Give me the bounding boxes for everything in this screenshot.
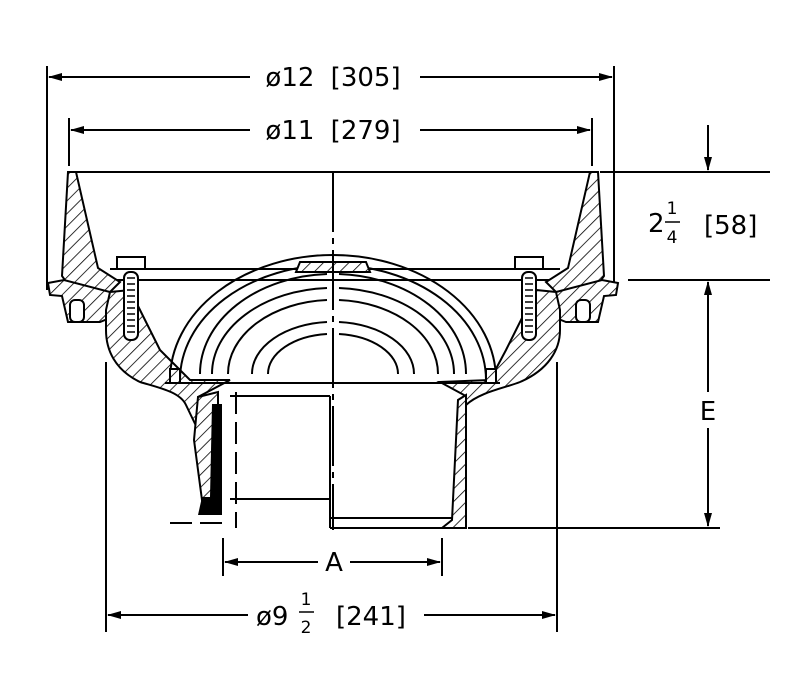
body-diameter-denominator: 2 xyxy=(301,618,312,638)
dimension-e: E xyxy=(700,281,716,527)
extension-lines xyxy=(46,66,770,632)
left-clamp-screw xyxy=(69,299,85,323)
dimension-outer-diameter: ø12 [305] xyxy=(48,63,613,93)
dimension-a: A xyxy=(224,548,441,578)
dimension-inner-diameter: ø11 [279] xyxy=(70,116,591,146)
rim-height-numerator: 1 xyxy=(667,199,678,219)
a-label: A xyxy=(325,548,343,578)
rim-height-denominator: 4 xyxy=(667,228,678,248)
right-bolt xyxy=(514,256,544,341)
e-label: E xyxy=(700,397,716,427)
rim-height-whole: 2 xyxy=(648,209,665,239)
dimension-body-diameter: ø9 1 2 [241] xyxy=(107,590,556,638)
seal xyxy=(198,497,222,515)
body-diameter-label: ø9 xyxy=(256,602,288,632)
body-diameter-numerator: 1 xyxy=(301,590,312,610)
outer-diameter-label: ø12 [305] xyxy=(265,63,400,93)
left-bolt xyxy=(116,256,146,341)
dimension-rim-height: 2 1 4 [58] xyxy=(648,125,757,248)
inner-diameter-label: ø11 [279] xyxy=(265,116,400,146)
body-diameter-metric: [241] xyxy=(336,602,406,632)
rim-height-metric: [58] xyxy=(704,211,757,241)
right-clamp-screw xyxy=(575,299,591,323)
